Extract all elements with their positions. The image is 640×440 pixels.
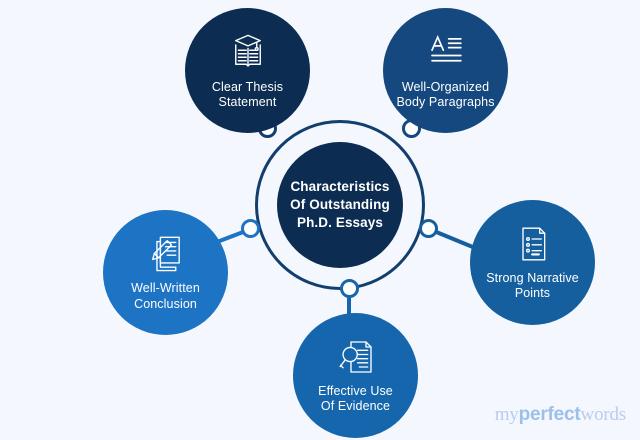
brand-part-words: words xyxy=(580,404,627,425)
graduation-cap-book-icon xyxy=(234,34,261,67)
node-label: Effective Use Of Evidence xyxy=(318,383,393,414)
node-label: Well-Written Conclusion xyxy=(131,281,200,311)
hub-title: Characteristics Of Outstanding Ph.D. Ess… xyxy=(290,179,390,230)
node-label: Strong Narrative Points xyxy=(486,270,579,301)
brand-part-my: my xyxy=(494,404,519,425)
node-label: Clear Thesis Statement xyxy=(211,79,284,110)
node-label: Well-Organized Body Paragraphs xyxy=(396,79,495,110)
node-effective-use-of-evidence[interactable]: Effective Use Of Evidence xyxy=(293,313,418,438)
node-clear-thesis-statement[interactable]: Clear Thesis Statement xyxy=(185,8,310,133)
joint-bottom xyxy=(340,279,359,298)
joint-left xyxy=(241,219,260,238)
node-well-organized-body-paragraphs[interactable]: Well-Organized Body Paragraphs xyxy=(383,8,508,133)
magnifier-document-icon xyxy=(339,340,372,373)
joint-right xyxy=(419,219,438,238)
document-bullet-list-icon xyxy=(521,227,545,260)
hub-core: Characteristics Of Outstanding Ph.D. Ess… xyxy=(277,142,403,268)
pen-writing-document-icon xyxy=(152,236,180,272)
node-well-written-conclusion[interactable]: Well-Written Conclusion xyxy=(103,210,228,335)
node-strong-narrative-points[interactable]: Strong Narrative Points xyxy=(470,200,595,325)
brand-part-perfect: perfect xyxy=(518,404,581,425)
brand-logo: myperfectwords xyxy=(494,404,627,426)
text-paragraph-icon xyxy=(430,34,462,62)
